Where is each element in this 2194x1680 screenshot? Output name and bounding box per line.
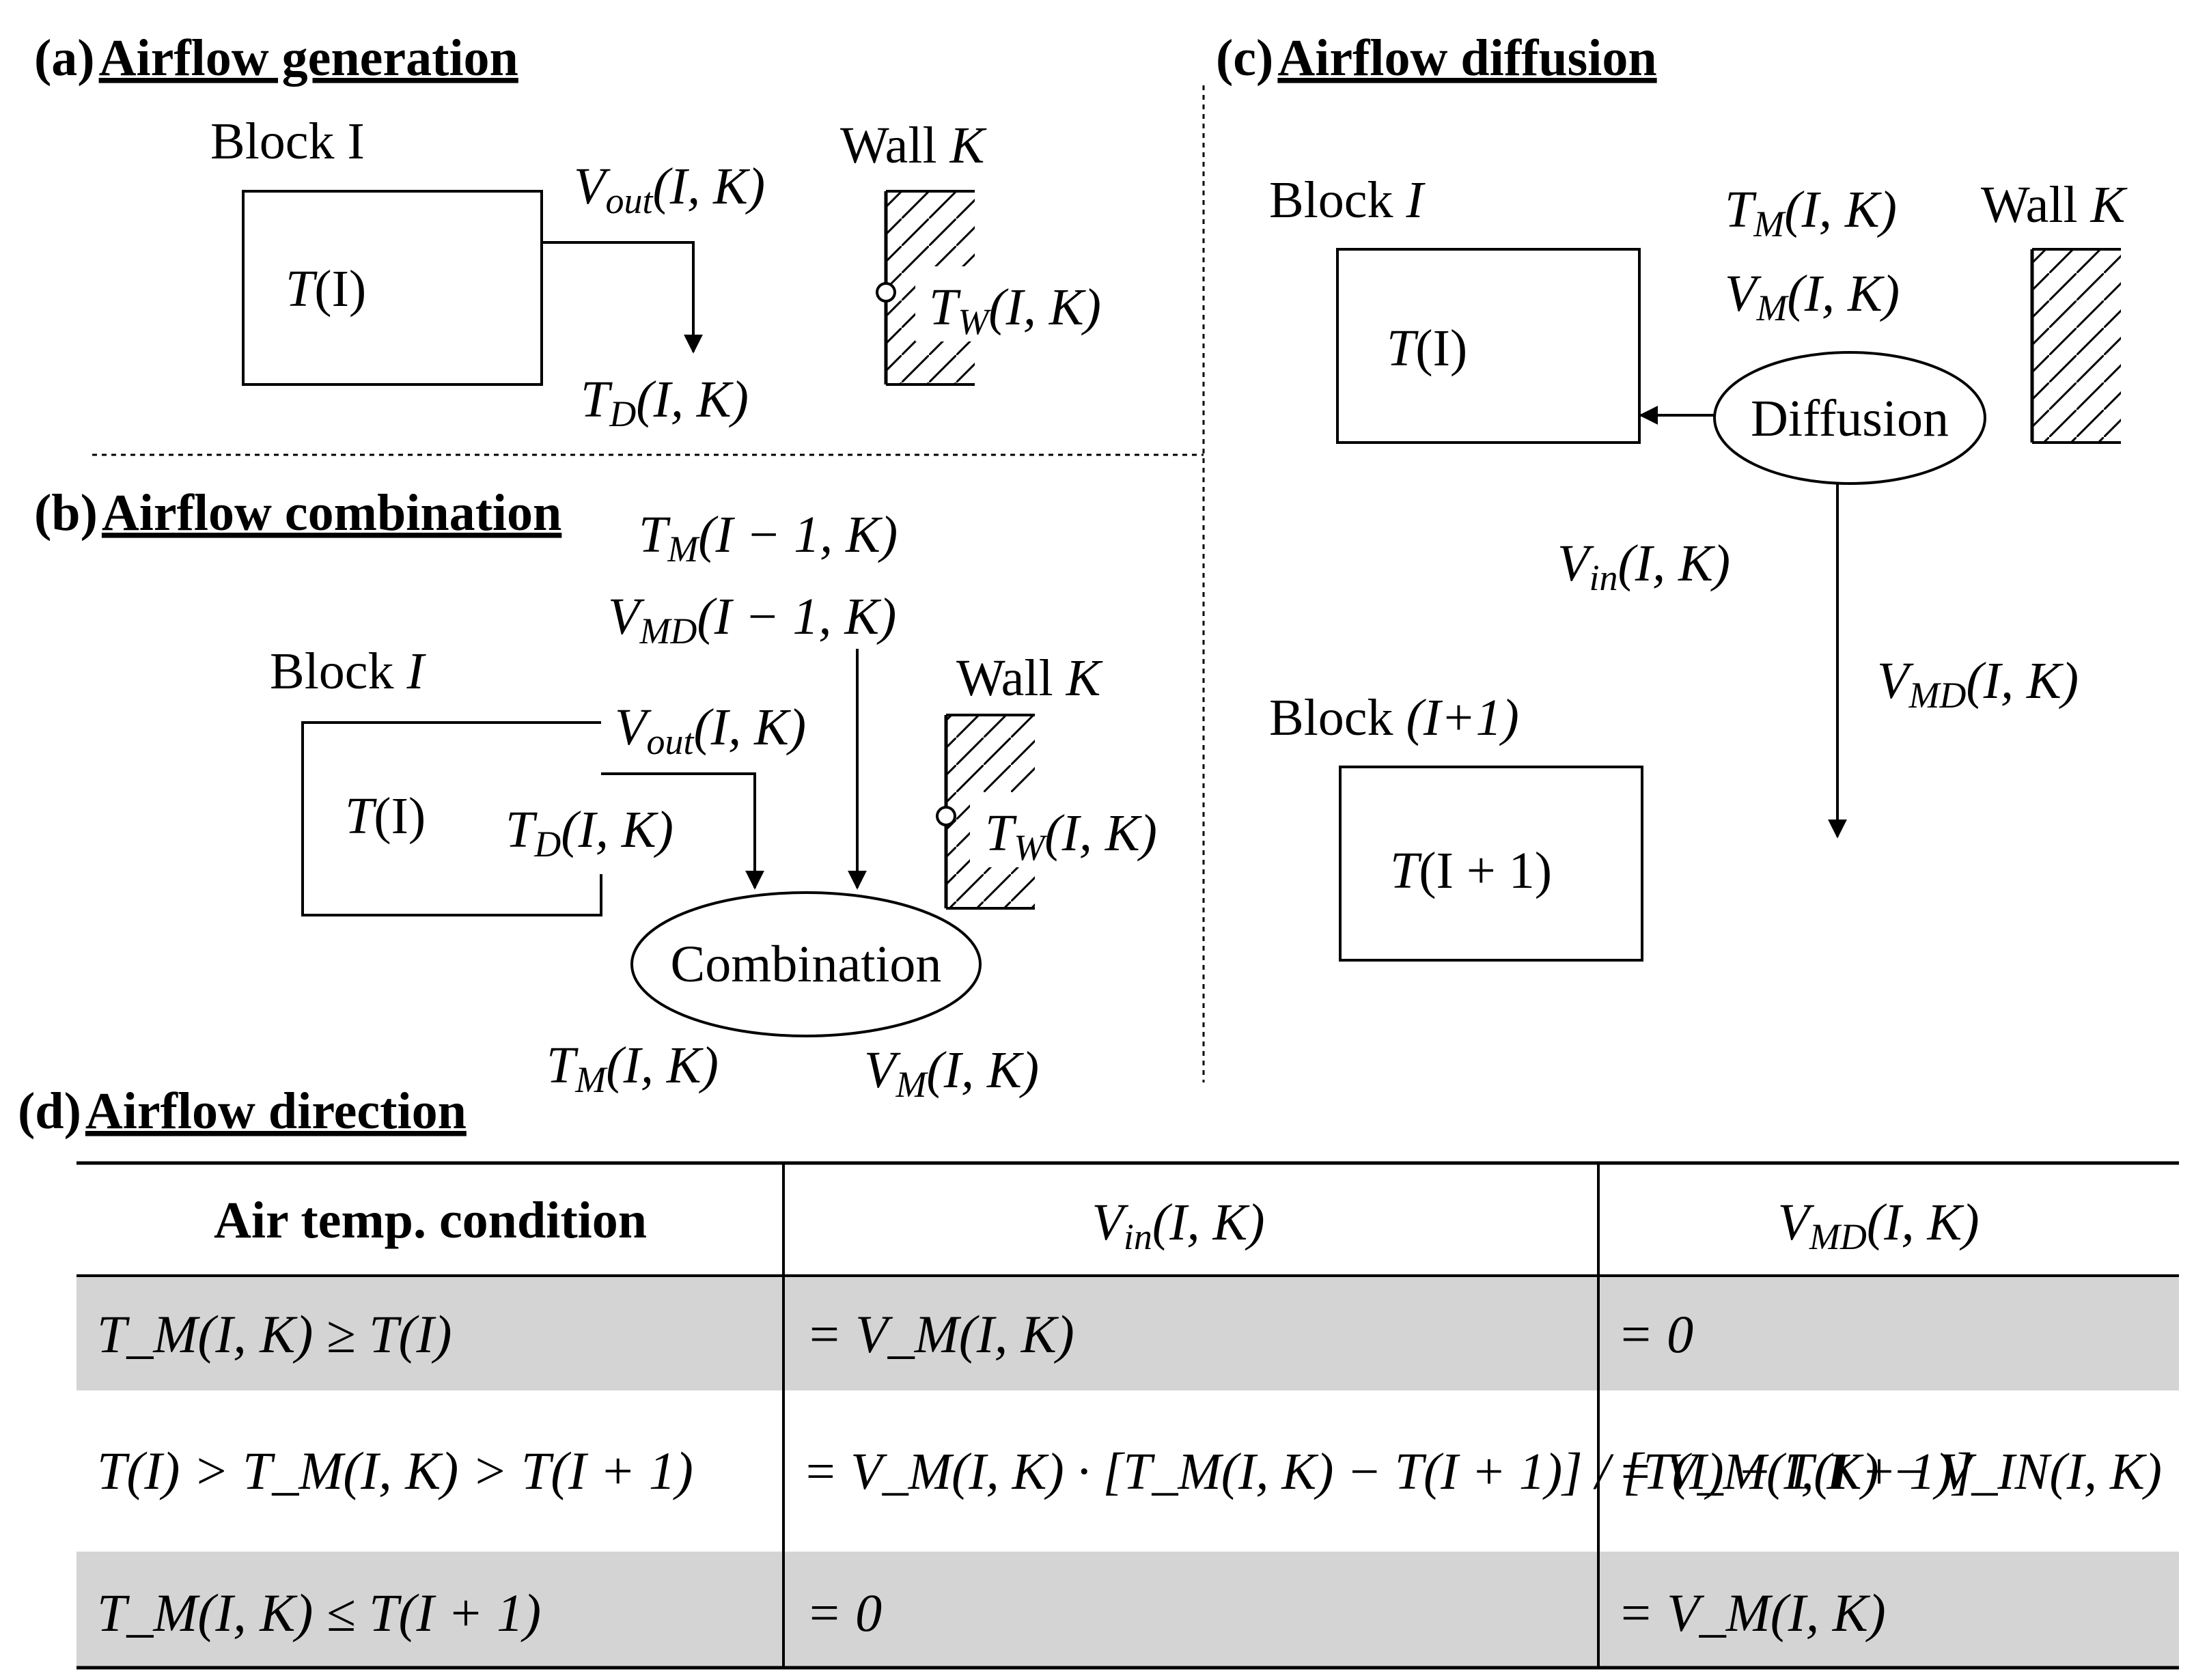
block2-label: Block (I+1): [1269, 689, 1519, 746]
wall-label: Wall K: [840, 117, 987, 174]
block2-box: [1339, 766, 1643, 962]
panel-a: (a)Airflow generation Block I T(I) Vout(…: [34, 29, 1134, 434]
block-box: [301, 721, 602, 916]
table-cell-condition: T_M(I, K) ≤ T(I + 1): [97, 1583, 541, 1642]
wall-label: Wall K: [956, 649, 1103, 707]
v-out-label: Vout(I, K): [615, 699, 806, 762]
diffusion-label: Diffusion: [1751, 390, 1949, 447]
table-cell-v-md: = V_M(I, K): [1617, 1583, 1886, 1642]
v-out-label: Vout(I, K): [574, 158, 765, 221]
v-m-label: VM(I, K): [1725, 265, 1900, 328]
table-header-v-in: Vin(I, K): [1092, 1194, 1264, 1257]
combination-node: [630, 891, 982, 1037]
table-row: T(I) > T_M(I, K) > T(I + 1) = V_M(I, K) …: [97, 1441, 2162, 1500]
t-m-label: TM(I, K): [1725, 181, 1897, 244]
table-cell-v-in: = V_M(I, K) · [T_M(I, K) − T(I + 1)] / […: [803, 1443, 1973, 1500]
block-box: [242, 190, 543, 386]
block-label: Block I: [210, 113, 365, 170]
t-m-label: TM(I, K): [546, 1037, 719, 1100]
table-row-shade-3: [77, 1552, 2179, 1668]
panel-b-heading: (b)Airflow combination: [34, 484, 561, 542]
t-d-label: TD(I, K): [505, 801, 674, 865]
panel-b: (b)Airflow combination TM(I − 1, K) VMD(…: [34, 484, 1189, 1105]
airflow-out-arrow: [601, 772, 764, 890]
table-cell-v-md: = 0: [1617, 1304, 1693, 1364]
block-temperature: T(I): [286, 260, 366, 318]
table-cell-condition: T_M(I, K) ≥ T(I): [97, 1304, 452, 1364]
v-m-label: VM(I, K): [864, 1041, 1039, 1105]
table-cell-v-in: = V_M(I, K): [806, 1304, 1074, 1364]
diffusion-node: [1713, 351, 1986, 485]
block-label: Block I: [1269, 171, 1426, 229]
wall-label: Wall K: [1981, 176, 2128, 234]
v-md-label: VMD(I, K): [1877, 652, 2079, 716]
block-label: Block I: [270, 643, 427, 700]
block-box: [1336, 248, 1641, 444]
t-w-label: TW(I, K): [929, 279, 1101, 342]
panel-d-heading: (d)Airflow direction: [18, 1082, 467, 1140]
panel-c: (c)Airflow diffusion Block I T(I) TM(I, …: [1216, 29, 2128, 962]
table-header-v-md: VMD(I, K): [1777, 1194, 1979, 1257]
table-cell-v-md: = V_M(I, K) − V_IN(I, K): [1617, 1443, 2162, 1500]
block2-temperature: T(I + 1): [1390, 842, 1552, 899]
table-row: T_M(I, K) ≤ T(I + 1) = 0 = V_M(I, K): [97, 1583, 1886, 1642]
block-temperature: T(I): [1387, 320, 1467, 377]
table-row-shade-1: [77, 1276, 2179, 1390]
panel-d: (d)Airflow direction Air temp. condition…: [18, 1082, 2179, 1670]
airflow-out-arrow: [542, 241, 703, 354]
v-in-label: Vin(I, K): [1557, 535, 1730, 598]
v-md-prev-label: VMD(I − 1, K): [608, 588, 896, 652]
wall-node: [936, 806, 956, 826]
combination-label: Combination: [671, 936, 942, 993]
wall-node: [876, 282, 896, 303]
panel-a-heading: (a)Airflow generation: [34, 29, 518, 87]
table-cell-v-in: = 0: [806, 1583, 882, 1642]
t-d-label: TD(I, K): [581, 371, 749, 434]
block-temperature: T(I): [345, 787, 426, 845]
table-cell-condition: T(I) > T_M(I, K) > T(I + 1): [97, 1441, 693, 1500]
panel-c-heading: (c)Airflow diffusion: [1216, 29, 1657, 87]
t-m-prev-label: TM(I − 1, K): [639, 506, 898, 570]
wall-hatch: [2032, 249, 2121, 443]
table-row: T_M(I, K) ≥ T(I) = V_M(I, K) = 0: [97, 1304, 1693, 1364]
t-w-label: TW(I, K): [985, 804, 1157, 868]
table-header-condition: Air temp. condition: [214, 1192, 647, 1249]
